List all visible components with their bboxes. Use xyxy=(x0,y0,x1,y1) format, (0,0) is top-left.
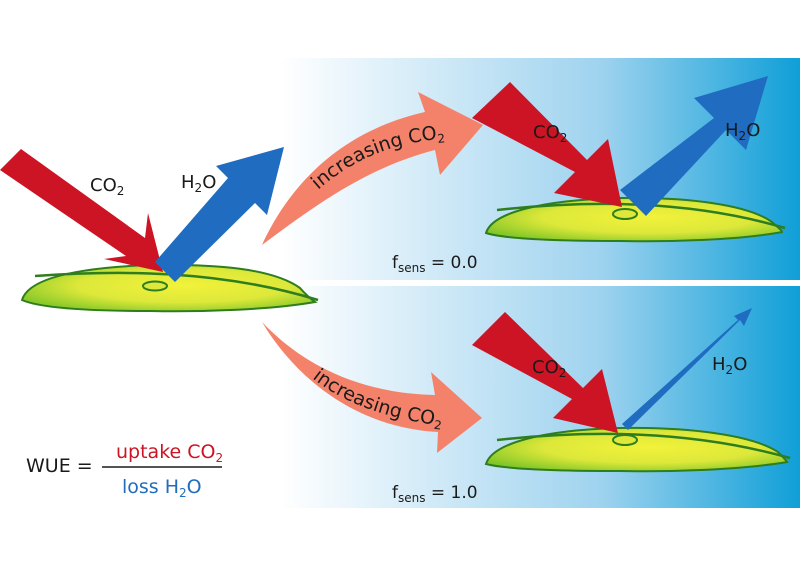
wue-formula: WUE = uptake CO2 loss H2O xyxy=(26,441,223,500)
bottom-increasing-co2-arrow xyxy=(262,322,482,453)
left-leaf-group: CO2 H2O xyxy=(0,147,319,313)
bottom-leaf-stoma xyxy=(612,434,638,446)
top-leaf xyxy=(484,196,784,243)
bottom-h2o-arrow xyxy=(622,308,752,430)
left-leaf-stoma xyxy=(142,280,168,292)
top-increasing-co2-arrow xyxy=(262,92,483,245)
top-h2o-arrow xyxy=(620,76,768,216)
top-leaf-stoma xyxy=(612,208,638,220)
left-h2o-arrow xyxy=(155,147,284,282)
left-co2-label: CO2 xyxy=(90,175,124,198)
bottom-co2-label: CO2 xyxy=(532,357,566,380)
wue-numerator: uptake CO2 xyxy=(116,441,223,465)
top-fsens-label: fsens = 0.0 xyxy=(392,253,478,275)
top-leaf-group: CO2 H2O fsens = 0.0 xyxy=(392,76,786,275)
bottom-co2-arrow xyxy=(472,312,618,433)
bottom-h2o-label: H2O xyxy=(712,354,747,377)
left-h2o-label: H2O xyxy=(181,172,216,195)
left-co2-arrow xyxy=(0,149,163,272)
top-co2-label: CO2 xyxy=(533,122,567,145)
bottom-fsens-label: fsens = 1.0 xyxy=(392,483,478,505)
bottom-leaf-group: CO2 H2O fsens = 1.0 xyxy=(392,308,791,505)
top-co2-arrow xyxy=(472,82,622,207)
bottom-leaf-vein xyxy=(496,432,791,460)
wue-denominator: loss H2O xyxy=(122,476,202,500)
top-h2o-label: H2O xyxy=(725,120,760,143)
wue-lhs: WUE = xyxy=(26,455,93,477)
